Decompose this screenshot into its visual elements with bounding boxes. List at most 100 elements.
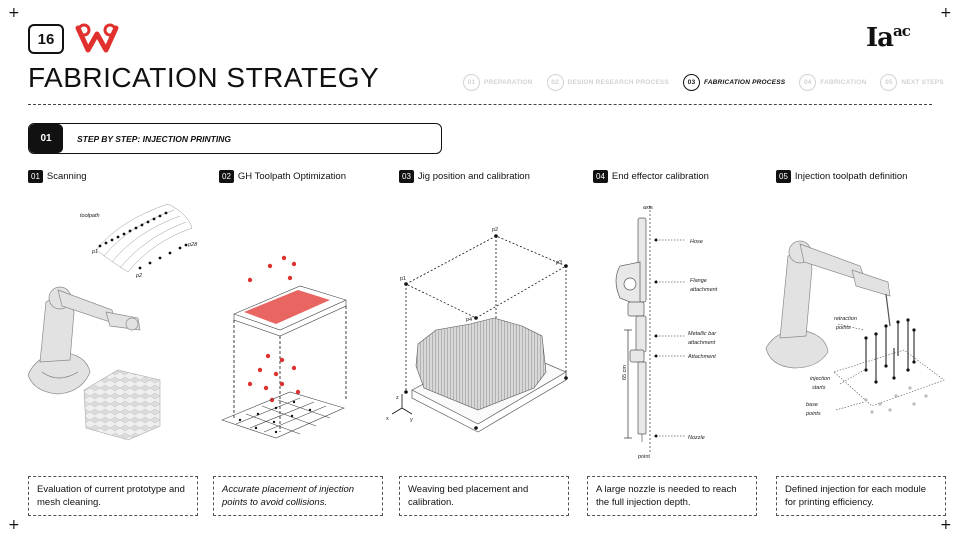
label-flange-attachment: attachment — [690, 287, 718, 293]
red-points-mid — [247, 353, 301, 403]
jig-frame — [405, 235, 567, 392]
label-p28: p28 — [187, 242, 198, 248]
label-hose: Hose — [690, 239, 703, 245]
end-effector-body — [615, 217, 647, 442]
column-badge: 04 — [593, 170, 608, 183]
nav-label: Next steps — [901, 79, 944, 86]
label-base-points: points — [805, 411, 821, 417]
nav-label: Fabrication process — [703, 79, 786, 86]
step-number: 01 — [29, 124, 63, 153]
injection-leaders — [835, 323, 865, 411]
label-metallic-attachment: attachment — [688, 340, 716, 346]
step-header: 01 STEP BY STEP: INJECTION PRINTING — [28, 123, 442, 154]
woven-module — [415, 317, 547, 411]
label-jig-p4: p4 — [466, 317, 472, 323]
nav-item-preparation[interactable]: 01 Preparation — [463, 74, 533, 91]
label-jig-p1: p1 — [400, 276, 406, 282]
base-points — [864, 386, 928, 414]
label-injection-starts: starts — [812, 385, 826, 391]
frame-dashes — [233, 306, 347, 432]
column-title-text: End effector calibration — [611, 171, 709, 182]
corner-cross-icon: + — [940, 517, 952, 533]
column-title-text: Jig position and calibration — [417, 171, 530, 182]
column-badge: 01 — [28, 170, 43, 183]
nav-label: Preparation — [484, 79, 533, 86]
axis-gizmo-icon — [391, 394, 413, 415]
caption-toolpath: Accurate placement of injection points t… — [213, 476, 383, 516]
caption-effector: A large nozzle is needed to reach the fu… — [587, 476, 757, 516]
scan-illustration: toolpath p1 p2 p28 — [27, 203, 198, 441]
label-axis: axis — [643, 205, 653, 211]
column-title-text: Scanning — [46, 171, 87, 182]
jig-illustration: p1 p2 p3 p4 z x y — [386, 227, 568, 433]
jig-points — [404, 234, 568, 430]
label-base: base — [806, 402, 818, 408]
section-nav: 01Preparation 02Design research process … — [463, 74, 944, 91]
label-flange: Flange — [690, 278, 707, 284]
step-label: STEP BY STEP: INJECTION PRINTING — [77, 133, 231, 144]
label-axis-z: z — [396, 395, 399, 401]
nav-number: 05 — [880, 74, 898, 91]
toolpath-arcs — [95, 203, 193, 273]
caption-injection: Defined injection for each module for pr… — [776, 476, 946, 516]
lower-points — [238, 400, 312, 434]
label-axis-y: y — [410, 417, 413, 423]
brand-logo-icon — [75, 23, 119, 53]
label-point: point — [638, 454, 650, 460]
label-jig-p3: p3 — [556, 260, 562, 266]
nav-number: 03 — [682, 74, 700, 91]
end-effector-illustration: axis 65 cm Hose Flange attachment Meta — [615, 205, 718, 460]
label-metallic-bar: Metallic bar — [688, 331, 717, 337]
column-badge: 03 — [399, 170, 414, 183]
label-nozzle: Nozzle — [688, 435, 705, 441]
label-jig-p2: p2 — [492, 227, 498, 233]
nav-item-next-steps[interactable]: 05Next steps — [880, 74, 944, 91]
nav-number: 01 — [463, 74, 480, 91]
caption-scanning: Evaluation of current prototype and mesh… — [28, 476, 198, 516]
label-attachment: Attachment — [687, 354, 716, 360]
injection-plane — [833, 349, 945, 407]
label-p2: p2 — [135, 273, 142, 279]
nav-item-design-research[interactable]: 02Design research process — [546, 74, 669, 91]
column-title-text: GH Toolpath Optimization — [237, 171, 346, 182]
injection-lines — [865, 320, 915, 382]
label-injection: injection — [810, 376, 830, 382]
dimension-line — [624, 329, 632, 439]
column-badge: 02 — [219, 170, 234, 183]
scanned-prototype — [83, 369, 161, 441]
robot-arm-icon — [765, 240, 891, 369]
label-dimension: 65 cm — [622, 365, 628, 380]
nav-label: Fabrication — [820, 79, 867, 86]
page-title: FABRICATION STRATEGY — [28, 62, 380, 93]
toolpath-points — [98, 211, 188, 270]
red-grid-area — [244, 290, 330, 324]
toolpath-optimization-illustration — [221, 255, 347, 439]
red-points-top — [247, 255, 297, 283]
injection-points — [864, 318, 916, 384]
page-number: 16 — [28, 24, 64, 54]
iaac-logo: Iaac — [866, 22, 911, 53]
corner-cross-icon: + — [8, 517, 20, 533]
label-p1: p1 — [91, 249, 98, 255]
robot-arm-icon — [27, 286, 141, 395]
label-axis-x: x — [386, 416, 389, 422]
nav-item-fabrication-process[interactable]: 03Fabrication process — [682, 74, 786, 91]
column-title-text: Injection toolpath definition — [794, 171, 908, 182]
corner-cross-icon: + — [940, 5, 952, 21]
header-divider — [28, 104, 932, 105]
nav-number: 02 — [546, 74, 564, 91]
injection-toolpath-illustration: retraction points injection starts base … — [765, 240, 945, 417]
label-retraction: retraction — [834, 316, 857, 322]
column-badge: 05 — [776, 170, 791, 183]
nav-item-fabrication[interactable]: 04Fabrication — [799, 74, 866, 91]
lower-plane — [221, 391, 345, 439]
nav-number: 04 — [799, 74, 817, 91]
label-retraction-points: points — [835, 325, 851, 331]
nav-label: Design research process — [567, 79, 669, 86]
effector-leaders — [654, 238, 686, 438]
